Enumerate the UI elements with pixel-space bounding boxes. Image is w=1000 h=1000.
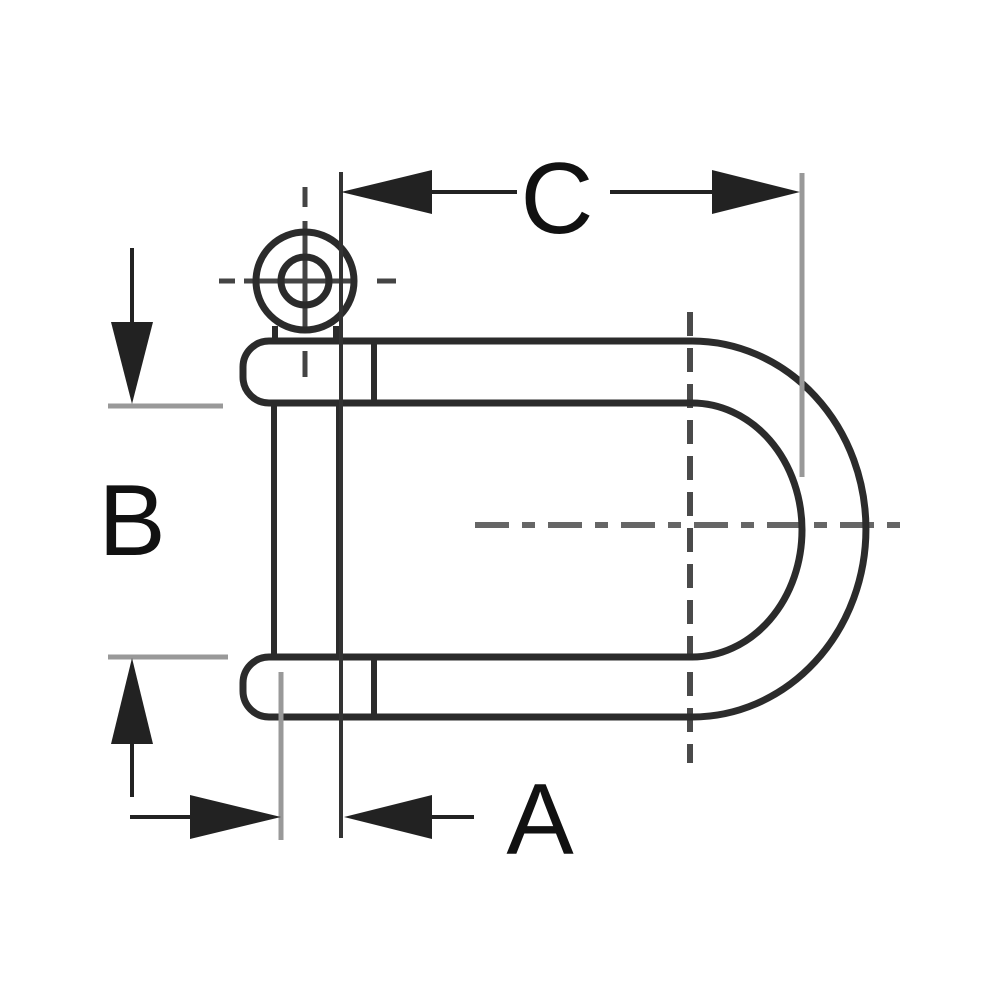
pin-neck-edges: [272, 326, 339, 340]
shackle-bow: [239, 337, 870, 721]
bow-inner-arc: [691, 399, 806, 661]
pin-head-inner-circle: [277, 253, 333, 309]
dim-b-arrowhead-top: [111, 322, 153, 404]
bow-outer-arc: [691, 337, 870, 721]
pin-crosshair-centerlines: [219, 187, 396, 377]
dim-a-arrowhead-right: [344, 795, 432, 839]
dim-c-arrowhead-right: [712, 170, 800, 214]
dimension-label-a: A: [506, 764, 574, 876]
dimension-a: A: [130, 672, 574, 876]
dim-b-arrowhead-bottom: [111, 658, 153, 744]
centerlines: [475, 312, 910, 763]
bottom-bar-outline: [239, 653, 692, 721]
dimension-c: C: [339, 143, 805, 838]
dim-c-arrowhead-left: [341, 170, 432, 214]
dimension-label-b: B: [98, 465, 165, 577]
pin-head-outer-circle: [252, 228, 358, 334]
top-bar-outline: [239, 337, 692, 407]
dim-a-arrowhead-left: [190, 795, 281, 839]
dimension-label-c: C: [521, 143, 594, 255]
dimension-b: B: [98, 248, 228, 797]
